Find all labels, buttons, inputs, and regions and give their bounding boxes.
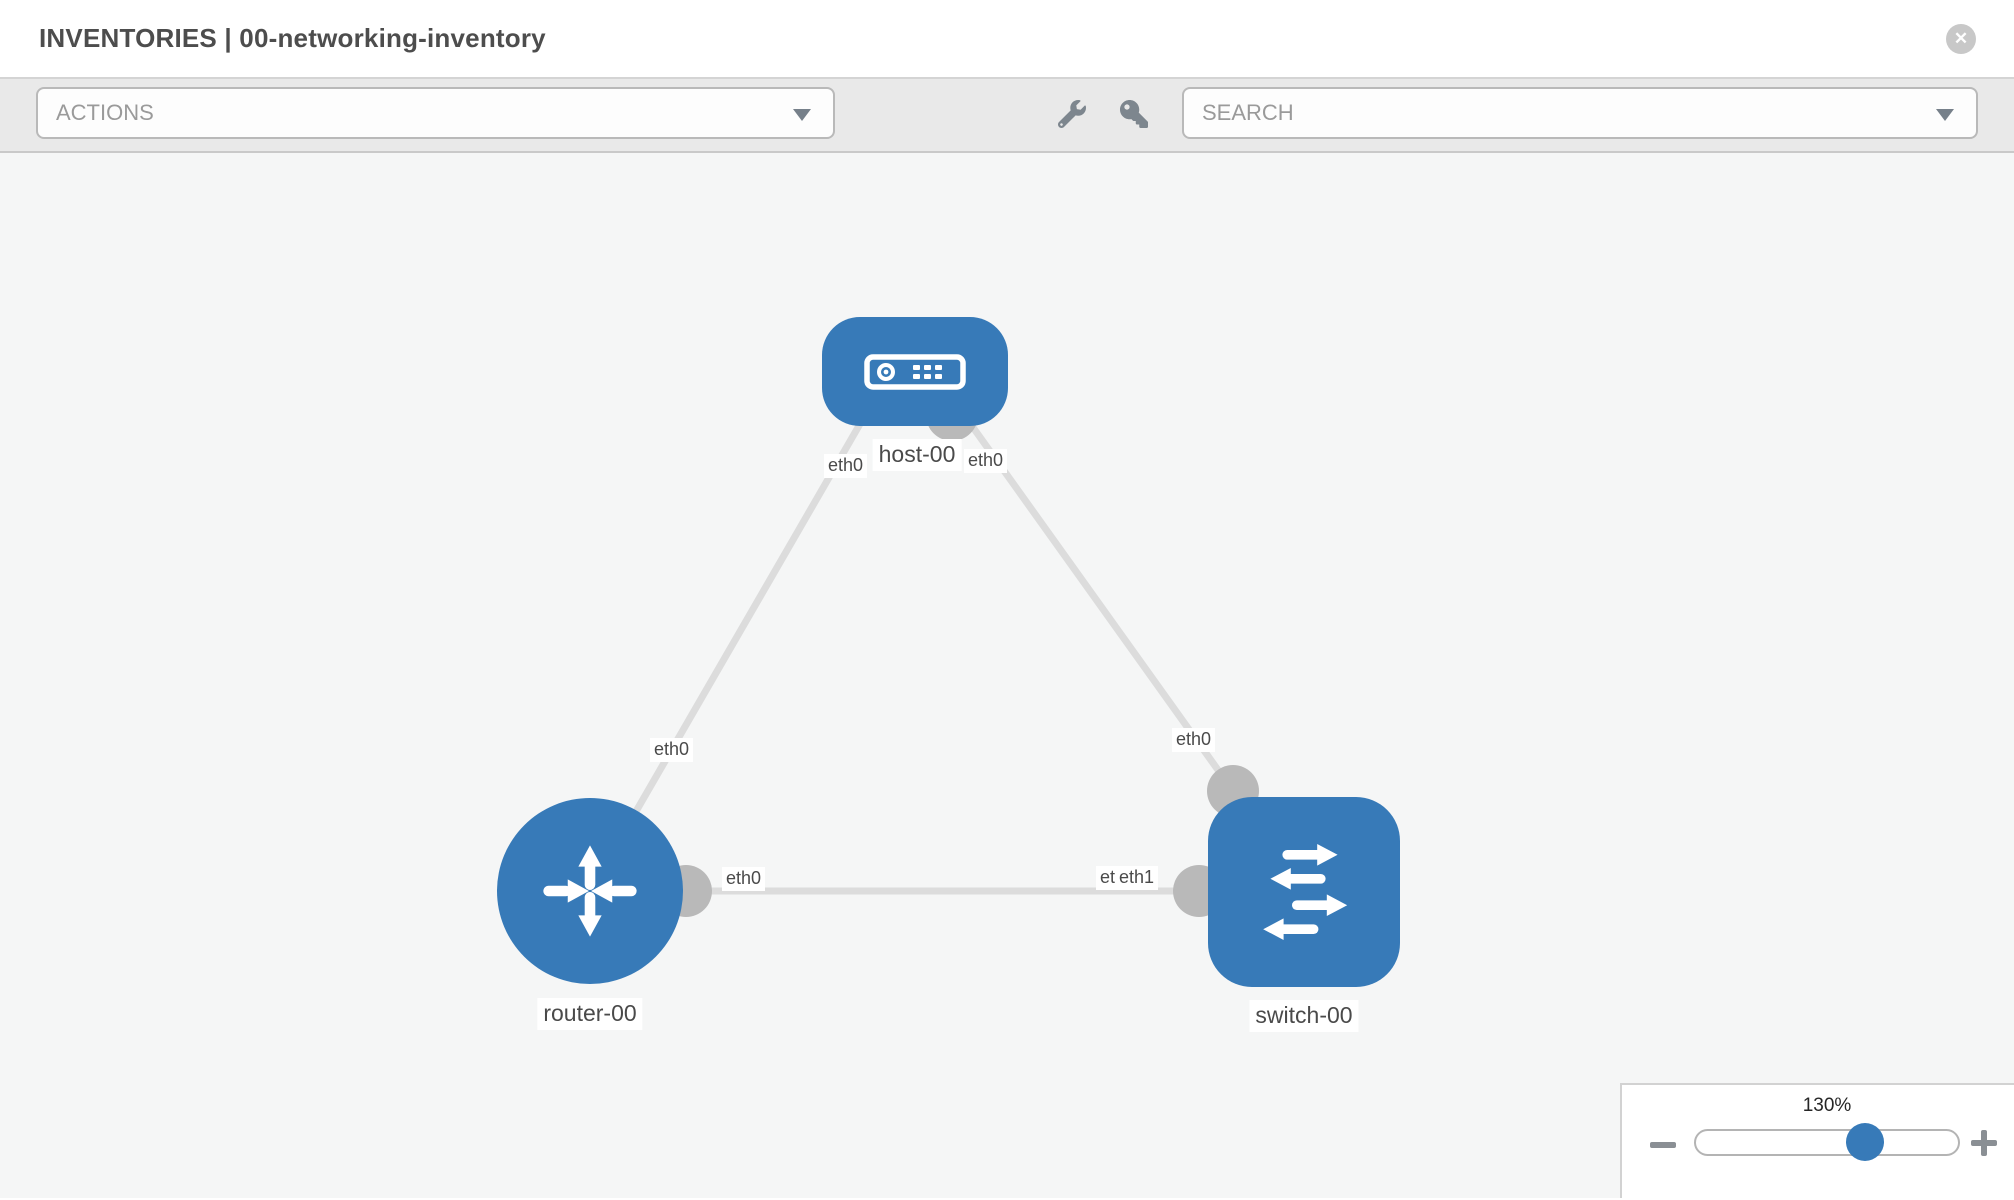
zoom-in-button[interactable] [1968,1129,2000,1159]
host-icon [863,353,967,391]
interface-label-router-eth0-lan: eth0 [722,867,766,891]
header: INVENTORIES | 00-networking-inventory ✕ [0,0,2014,79]
router-icon [537,838,643,944]
node-label-switch-00: switch-00 [1249,1000,1359,1032]
actions-dropdown[interactable]: ACTIONS [36,87,835,139]
chevron-down-icon [1936,109,1954,121]
close-icon: ✕ [1953,28,1969,48]
topology-canvas[interactable]: host-00 router-00 switch-00 eth0 eth0 et… [0,153,2014,1198]
configure-button[interactable] [1057,99,1087,133]
credentials-button[interactable] [1119,99,1149,133]
search-input[interactable]: SEARCH [1182,87,1978,139]
zoom-control-panel: 130% [1620,1083,2014,1198]
node-router-00[interactable] [497,798,683,984]
interface-label-host-eth0-to-router: eth0 [824,454,868,478]
interface-label-host-eth0-to-switch: eth0 [964,449,1008,473]
page-title: INVENTORIES | 00-networking-inventory [39,23,546,53]
link-router-host[interactable] [586,396,879,893]
zoom-level-value: 130% [1802,1095,1852,1116]
minus-icon [1650,1137,1676,1152]
toolbar: ACTIONS SEARCH [0,79,2014,153]
key-icon [1120,99,1148,133]
actions-dropdown-label: ACTIONS [56,100,154,125]
chevron-down-icon [793,109,811,121]
zoom-slider-handle[interactable] [1846,1123,1884,1161]
links-layer [586,389,1259,917]
wrench-icon [1057,99,1086,133]
search-placeholder: SEARCH [1202,100,1294,125]
zoom-out-button[interactable] [1648,1133,1678,1155]
plus-icon [1971,1129,1997,1159]
node-switch-00[interactable] [1208,797,1400,987]
node-label-host-00: host-00 [872,439,962,471]
switch-icon [1241,832,1367,952]
zoom-slider-track[interactable] [1694,1129,1960,1156]
close-button[interactable]: ✕ [1946,23,1976,54]
interface-label-router-eth0-uplink: eth0 [650,738,694,762]
interface-label-switch-eth1: eth1 [1115,866,1159,890]
node-host-00[interactable] [822,317,1008,426]
node-label-router-00: router-00 [537,998,643,1030]
interface-label-switch-eth0-uplink: eth0 [1172,728,1216,752]
